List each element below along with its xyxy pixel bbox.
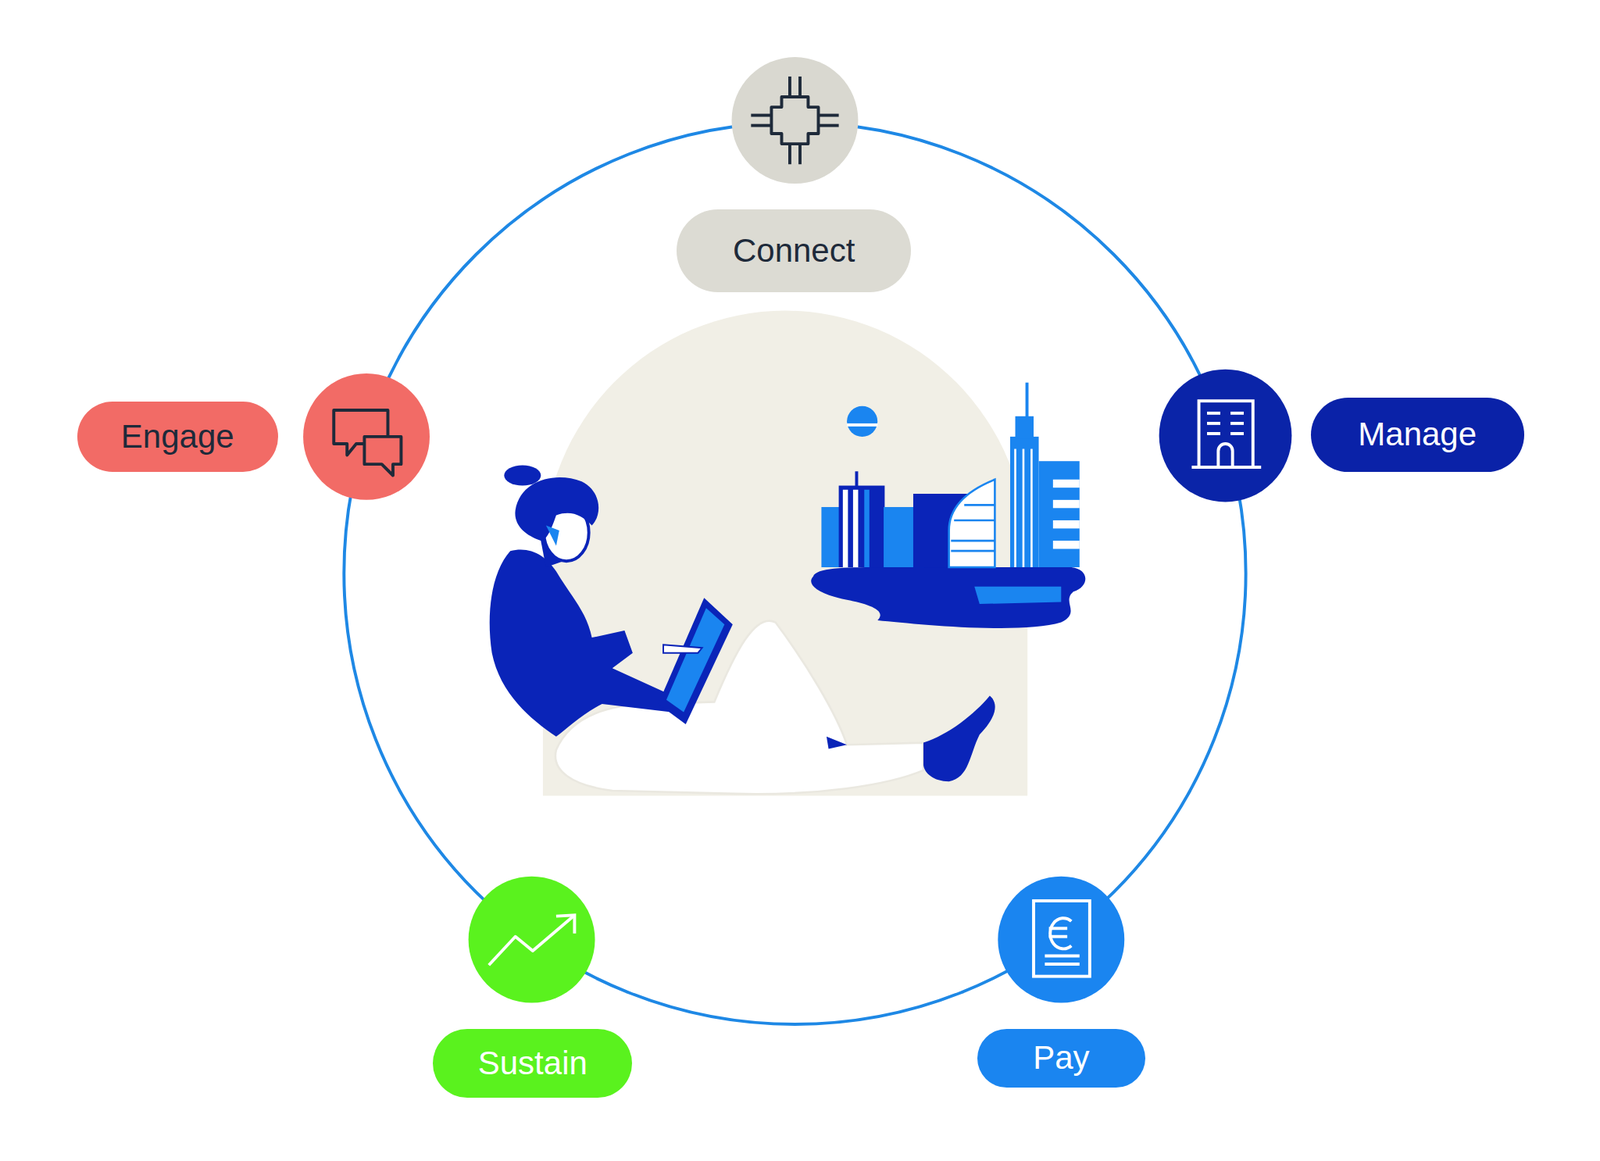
connect-icon: [732, 57, 859, 184]
node-label: Engage: [121, 420, 235, 454]
engage-pill: Engage: [77, 401, 279, 472]
cycle-ring: [343, 122, 1246, 1025]
node-label: Pay: [1032, 1041, 1090, 1075]
pay-pill: Pay: [977, 1028, 1147, 1089]
pay-icon: [997, 876, 1125, 1004]
sustain-icon: [468, 876, 596, 1004]
woman-with-tablet: [489, 464, 996, 794]
manage-pill: Manage: [1310, 397, 1525, 472]
connect-pill: Connect: [676, 209, 911, 293]
engage-icon: [303, 373, 430, 500]
arch-backdrop: [542, 310, 1028, 797]
city-illustration: [810, 382, 1086, 629]
node-label: Connect: [732, 234, 855, 268]
manage-icon: [1159, 369, 1293, 503]
node-label: Manage: [1357, 417, 1477, 451]
node-label: Sustain: [478, 1046, 588, 1080]
sustain-pill: Sustain: [432, 1028, 633, 1099]
